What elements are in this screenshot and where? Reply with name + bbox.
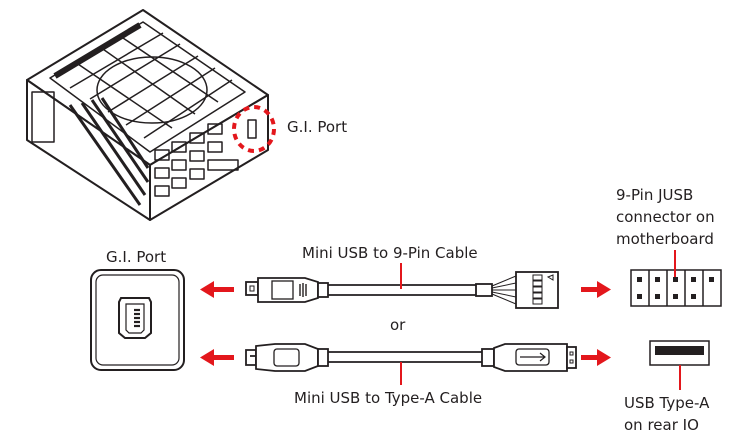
arrows [200,281,611,366]
psu-gi-port-label: G.I. Port [287,118,348,136]
arrow-left-top-icon [200,281,234,298]
jusb-label-line-1: 9-Pin JUSB [616,186,694,204]
arrow-right-top-icon [581,281,611,298]
usb-a-label-line-1: USB Type-A [624,394,710,412]
arrow-right-bottom-icon [581,349,611,366]
usb-a-label: USB Type-A on rear IO [624,392,709,436]
top-cable-label: Mini USB to 9-Pin Cable [302,244,478,262]
psu-illustration [26,9,269,221]
jusb-label: 9-Pin JUSB connector on motherboard [616,184,715,250]
jusb-header [630,269,722,307]
gi-port-callout-circle [232,105,276,153]
gi-port-panel-title: G.I. Port [106,248,167,266]
usb-a-label-line-2: on rear IO [624,416,699,434]
usb-type-a-port [649,340,710,366]
gi-port-panel [90,269,185,371]
mini-usb-to-type-a-cable [245,343,577,372]
bottom-cable-label: Mini USB to Type-A Cable [294,389,483,407]
cable-separator-or: or [390,316,406,334]
arrow-left-bottom-icon [200,349,234,366]
jusb-label-line-3: motherboard [616,230,714,248]
jusb-label-line-2: connector on [616,208,715,226]
